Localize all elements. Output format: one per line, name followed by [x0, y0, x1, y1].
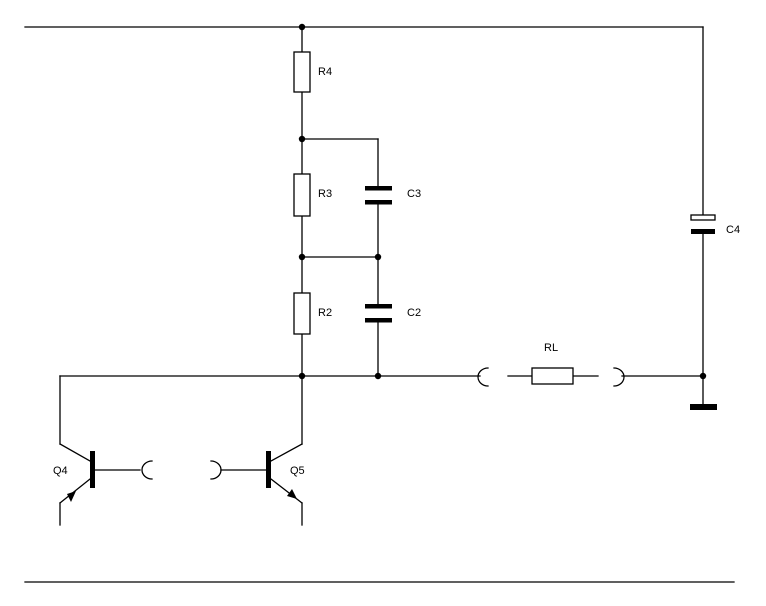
resistor-r4	[293, 51, 311, 93]
junction-node	[374, 253, 382, 261]
q4-emitter-arrow	[67, 491, 76, 502]
q5-emitter	[270, 478, 303, 504]
label-r3: R3	[318, 188, 332, 200]
q5-emitter-arrow	[287, 489, 297, 499]
label-c3: C3	[407, 188, 421, 200]
junction-node	[699, 372, 707, 380]
rl-connector-right	[613, 367, 625, 387]
resistor-r3	[293, 173, 311, 217]
q4-emitter	[59, 478, 91, 504]
c4-plate-negative	[691, 229, 715, 234]
label-q5: Q5	[290, 465, 305, 477]
c3-plate-top	[365, 186, 392, 191]
junction-node	[298, 23, 306, 31]
component-labels: R4 R3 R2 C3 C2 C4 RL Q4 Q5	[53, 66, 740, 477]
label-r2: R2	[318, 307, 332, 319]
junction-node	[374, 372, 382, 380]
q5-collector	[270, 443, 303, 462]
c2-plate-bottom	[365, 318, 392, 323]
c3-plate-bottom	[365, 200, 392, 205]
q4-base-connector	[141, 460, 153, 480]
label-rl: RL	[544, 342, 558, 354]
junction-node	[298, 372, 306, 380]
capacitors	[365, 186, 717, 410]
c2-plate-top	[365, 304, 392, 309]
label-q4: Q4	[53, 465, 68, 477]
transistor-q4	[59, 443, 141, 526]
label-r4: R4	[318, 66, 332, 78]
wires	[24, 26, 735, 583]
resistor-r2	[293, 292, 311, 335]
junction-node	[298, 253, 306, 261]
c4-plate-positive	[690, 214, 716, 221]
q4-collector	[59, 443, 91, 462]
q5-base-bar	[266, 451, 271, 488]
ground-bar	[690, 404, 717, 410]
rl-connector-left	[477, 367, 489, 387]
resistor-rl	[531, 367, 574, 385]
label-c4: C4	[726, 224, 740, 236]
label-c2: C2	[407, 307, 421, 319]
q4-base-bar	[90, 451, 95, 488]
q5-base-connector	[210, 460, 222, 480]
junctions	[298, 23, 707, 380]
resistors	[293, 51, 574, 385]
junction-node	[298, 135, 306, 143]
transistor-q5	[220, 443, 303, 526]
